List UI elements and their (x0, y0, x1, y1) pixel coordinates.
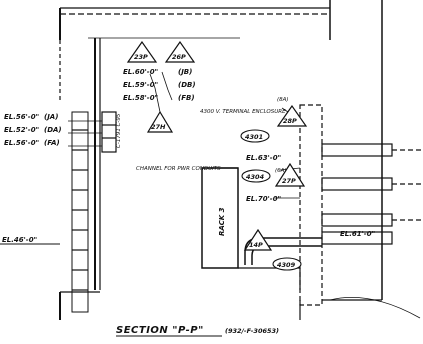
tag-4304: 4304 (246, 173, 265, 181)
el-60-code: (JB) (178, 68, 192, 76)
section-title: SECTION "P-P" (116, 325, 204, 336)
tag-triangle-14p (243, 228, 273, 251)
el-left-2-code: (DA) (44, 126, 62, 134)
tag-26p: 26P (172, 53, 186, 61)
section-ref: (932/-F-30653) (225, 327, 279, 335)
el-63-label: EL.63'-0" (246, 154, 281, 162)
channel-note: CHANNEL FOR PWR CONDUITS (136, 166, 221, 172)
el-58-code: (FB) (178, 94, 195, 102)
tag-4301: 4301 (245, 133, 263, 141)
tag-27h: 27H (151, 123, 166, 131)
el-58-label: EL.58'-0" (123, 94, 158, 102)
tag-28p: 28P (283, 117, 297, 125)
terminal-enclosure-label: 4300 V. TERMINAL ENCLOSURE (200, 109, 286, 115)
el-left-1-label: EL.56'-0" (4, 113, 39, 121)
tag-27p: 27P (282, 177, 296, 185)
el-left-2-label: EL.52'-0" (4, 126, 39, 134)
tag-triangle-28p (276, 104, 308, 127)
tag-14p: 14P (249, 241, 263, 249)
tag-23p: 23P (134, 53, 148, 61)
el-61-label: EL.61'-0" (340, 230, 375, 238)
el-left-3-label: EL.56'-0" (4, 139, 39, 147)
tag-triangle-23p (126, 40, 158, 63)
tag-triangle-27p (274, 162, 306, 187)
tag-triangle-26p (164, 40, 196, 63)
vertical-note: C-1791 C-95 (116, 113, 122, 148)
tag-triangle-27h (146, 110, 174, 133)
tag-4309: 4309 (277, 261, 296, 269)
el-59-code: (DB) (178, 81, 196, 89)
tag-oval-4301 (240, 129, 270, 143)
rack-3-label: RACK 3 (218, 207, 226, 236)
el-60-label: EL.60'-0" (123, 68, 158, 76)
el-left-1-code: (JA) (44, 113, 58, 121)
tag-oval-4304 (241, 169, 271, 183)
el-59-label: EL.59'-0" (123, 81, 158, 89)
tag-8a: (8A) (277, 97, 289, 103)
tag-6a: (6A) (275, 168, 287, 174)
el-left-3-code: (FA) (44, 139, 60, 147)
tag-oval-4309 (272, 257, 302, 271)
el-floor-label: EL.46'-0" (2, 236, 37, 244)
el-70-label: EL.70'-0" (246, 195, 281, 203)
